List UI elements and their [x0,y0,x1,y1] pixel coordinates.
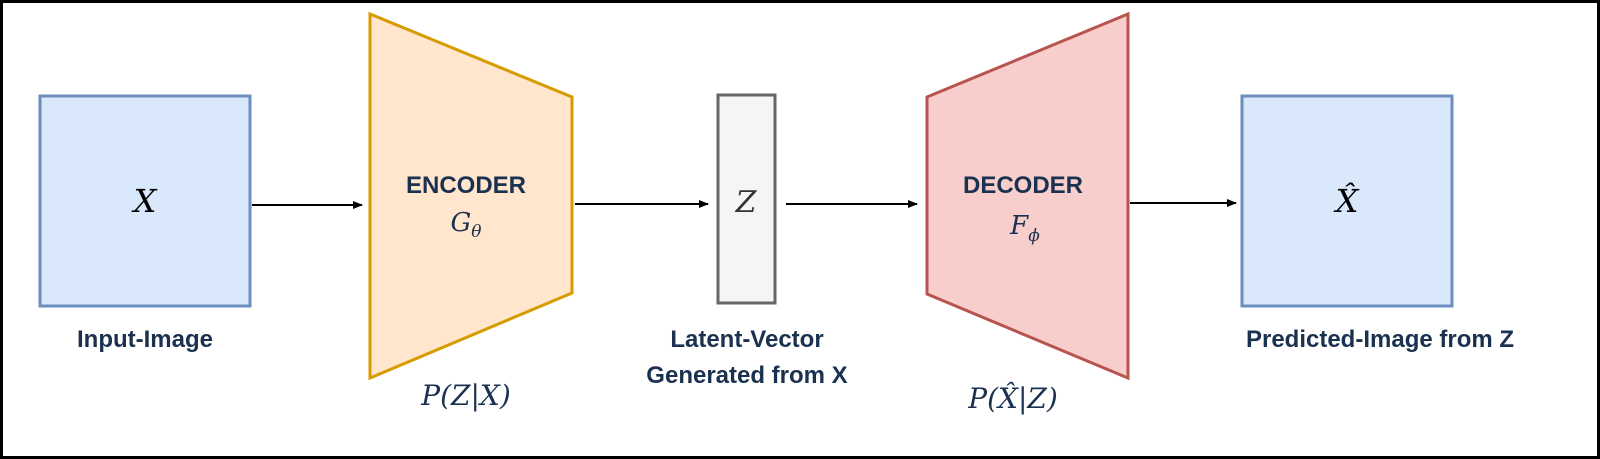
latent-vector-symbol: Z [735,185,758,220]
encoder-probability: P(Z|X) [420,379,511,412]
input-image-symbol: X [131,182,158,220]
latent-vector-caption-line2: Generated from X [646,362,847,389]
decoder-trapezoid [925,11,1130,381]
encoder-trapezoid [368,11,574,381]
decoder-function: Fϕ [1009,211,1040,246]
latent-vector-box [716,93,777,305]
output-image-caption: Predicted-Image from Z [1246,326,1514,353]
decoder-probability: P(X̂|Z) [967,382,1058,415]
encoder-function-base: G [450,208,471,238]
encoder-function-subscript: θ [471,222,481,242]
input-image-caption: Input-Image [77,326,213,353]
decoder-function-base: F [1009,211,1029,241]
decoder-function-subscript: ϕ [1028,226,1040,246]
decoder-title: DECODER [963,172,1083,199]
input-image-box [38,94,252,308]
encoder-title: ENCODER [406,172,526,199]
output-image-symbol: X̂ [1333,182,1360,220]
decoder-probability-prefix: P( [967,382,999,415]
latent-vector-caption-line1: Latent-Vector [670,326,823,353]
decoder-probability-suffix: |Z) [1018,382,1058,415]
encoder-function: Gθ [450,208,481,242]
output-image-box [1240,94,1454,308]
decoder-probability-xhat: X̂ [996,382,1019,415]
